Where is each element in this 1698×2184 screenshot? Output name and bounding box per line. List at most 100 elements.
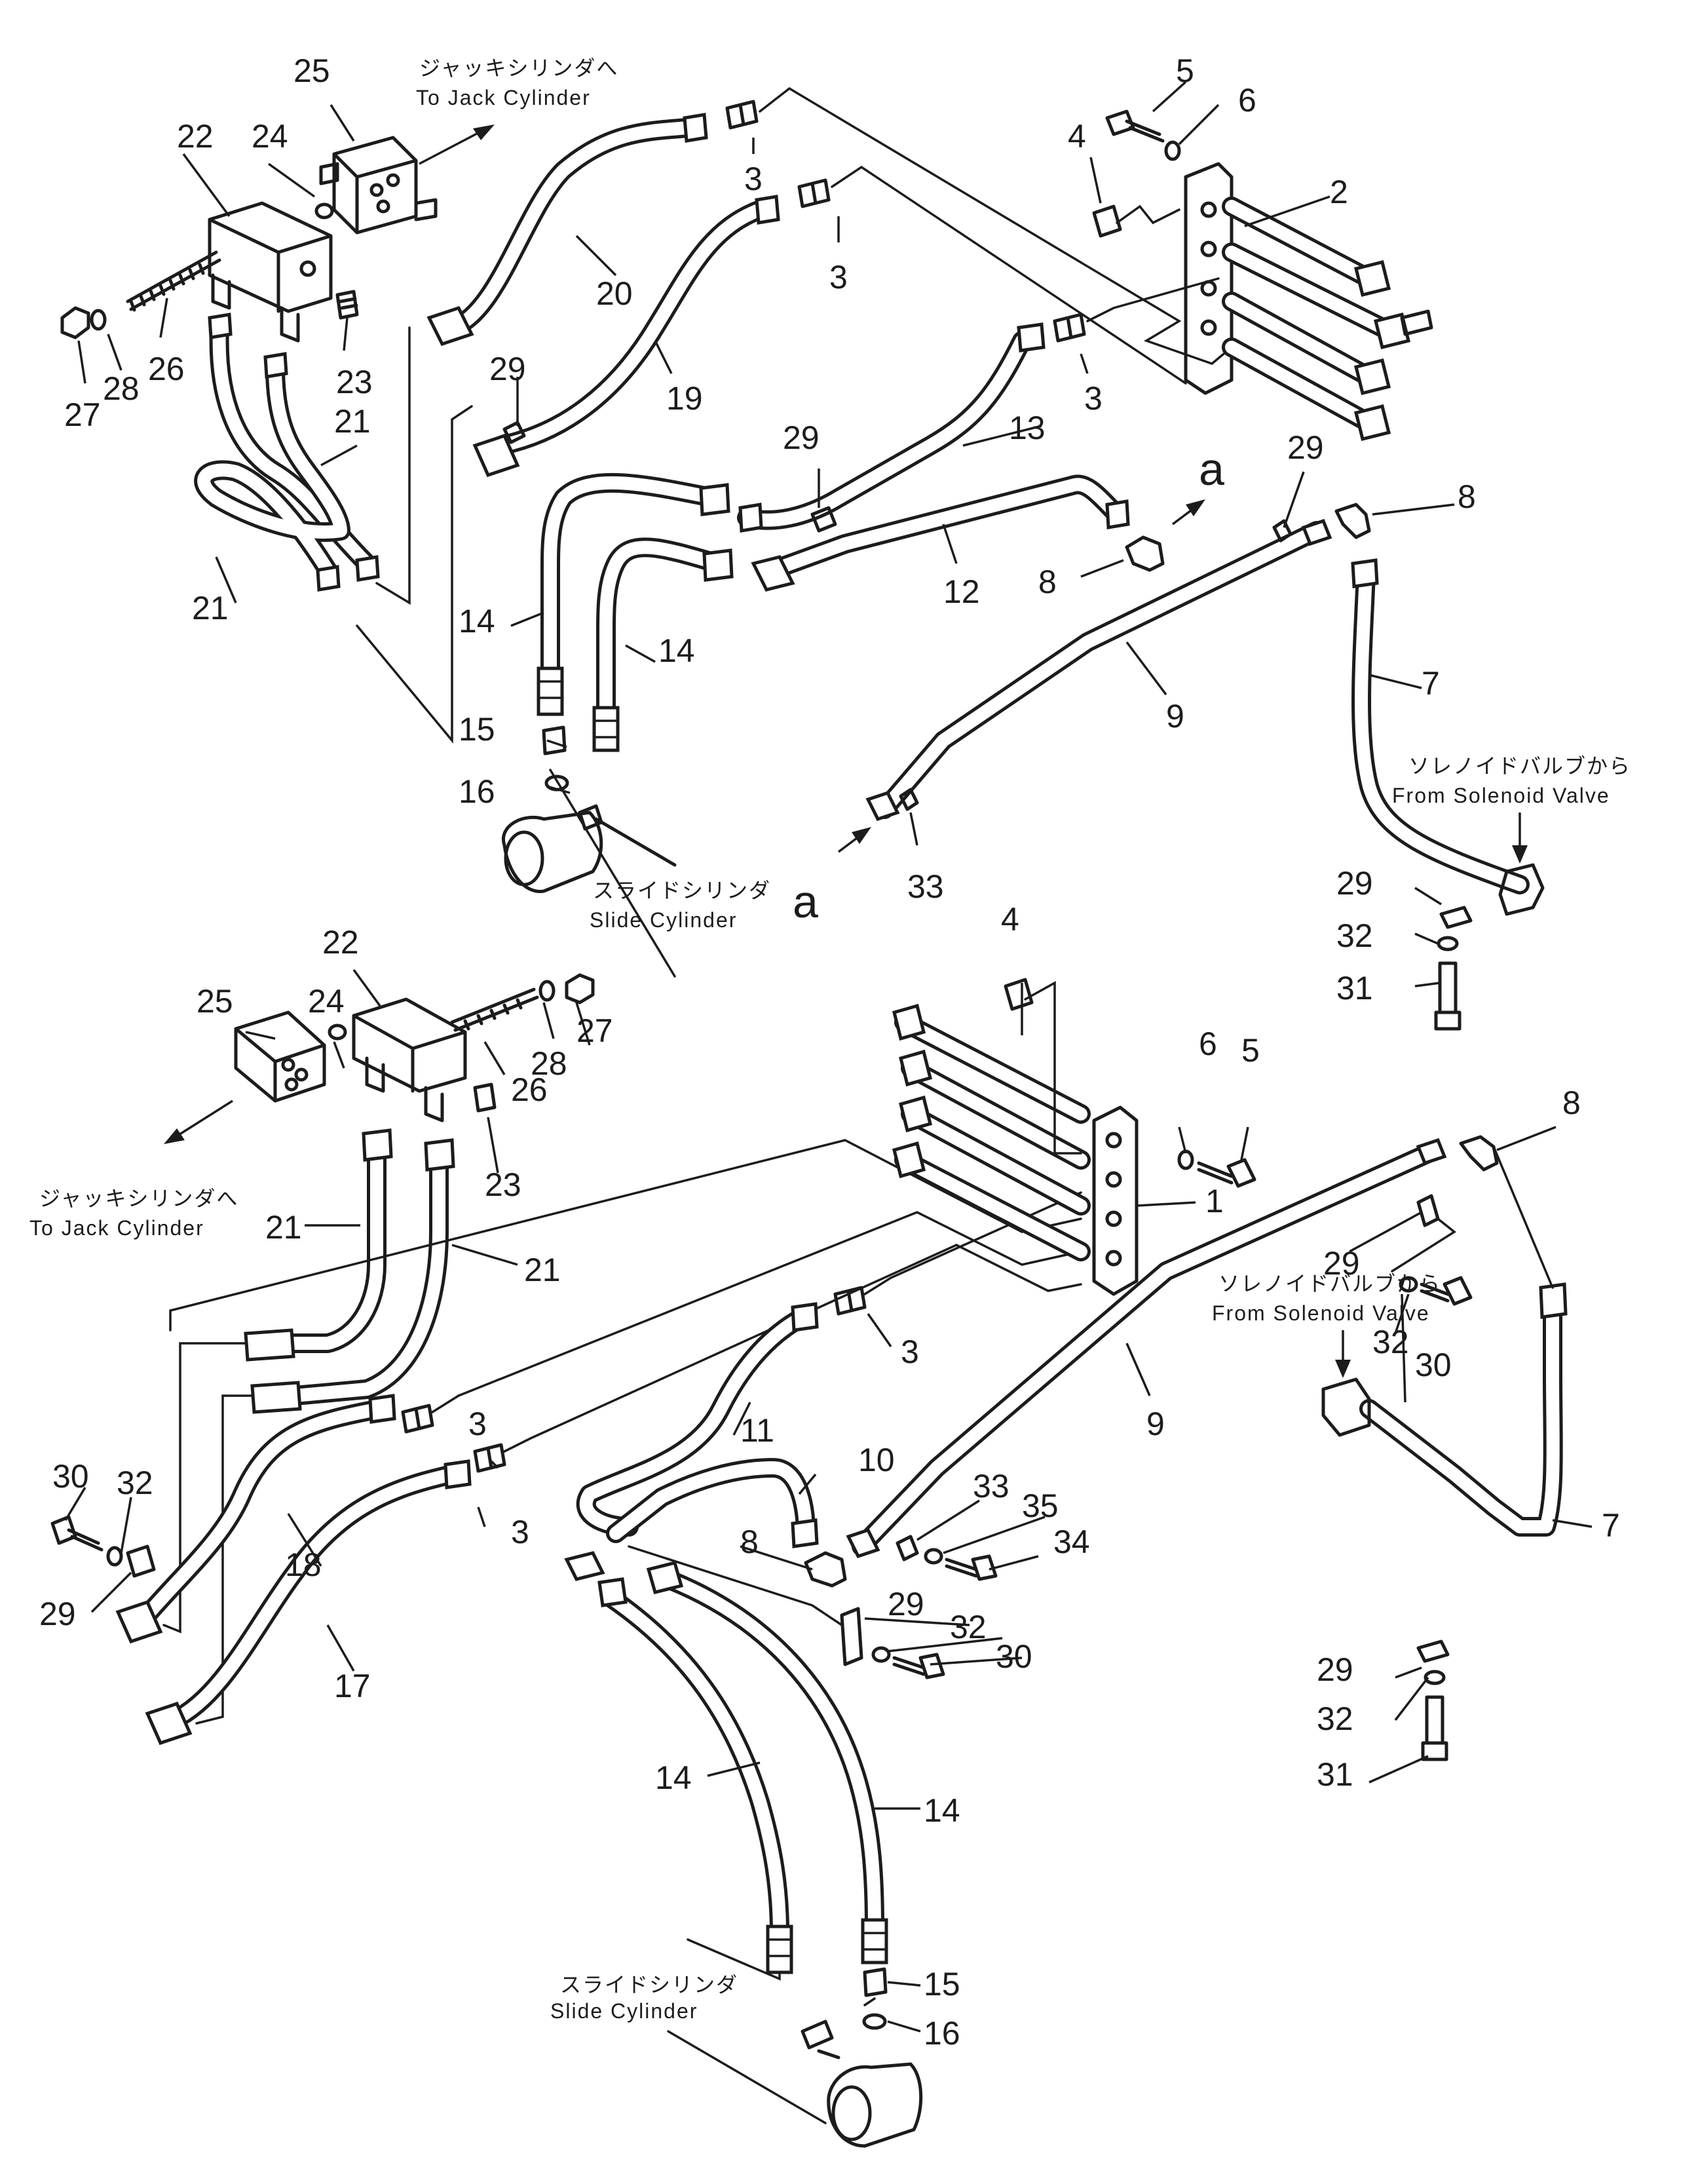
washer-32-lower-right <box>1424 1670 1446 1685</box>
callout-17: 17 <box>334 1668 371 1704</box>
pipe-11 <box>576 1302 819 1537</box>
bolt-30-lower-center <box>892 1653 945 1679</box>
o-ring-24-top <box>314 202 334 220</box>
routing-line-21-top <box>356 326 676 978</box>
callout-29-on-19: 29 <box>489 351 526 387</box>
bolt-31-upper-right <box>1434 961 1462 1031</box>
clamp-33-upper <box>899 788 919 811</box>
callout-leader-lines <box>64 81 1593 2033</box>
arrowhead-a-left <box>852 827 871 844</box>
callout-33-lower: 33 <box>973 1468 1009 1504</box>
pipe-10 <box>606 1458 819 1548</box>
jack-valve-25-top <box>319 136 438 235</box>
callout-33-upper: 33 <box>907 868 944 905</box>
callout-30-lower-right-mid: 30 <box>1415 1347 1452 1383</box>
note-solenoid-upper-en: From Solenoid Valve <box>1392 784 1610 807</box>
fitting-4-lower <box>1004 978 1034 1011</box>
callout-7-upper: 7 <box>1422 665 1440 702</box>
connection-mark-a-left: a <box>793 876 818 927</box>
routing-4-upper <box>1116 204 1180 225</box>
bracket-1-pipes <box>892 1003 1139 1296</box>
callout-9-upper: 9 <box>1166 698 1184 735</box>
callout-31-upper-right: 31 <box>1336 970 1373 1006</box>
callout-27-top: 27 <box>64 396 101 433</box>
callout-29-lower-right-mid: 29 <box>1323 1245 1360 1282</box>
callout-28-lower: 28 <box>531 1045 567 1082</box>
arrowhead-to-jack-top <box>473 125 495 140</box>
o-ring-16-lower <box>862 2013 887 2030</box>
callout-numbers: 25 22 24 23 26 27 28 21 21 20 19 29 3 3 … <box>39 52 1620 2052</box>
connection-mark-a-right: a <box>1199 444 1224 495</box>
note-jack-cylinder-lower-en: To Jack Cylinder <box>29 1216 204 1240</box>
elbow-8-lower-right <box>1459 1135 1499 1172</box>
routing-lines-upper <box>759 86 1233 385</box>
callout-3-upper-b: 3 <box>829 259 848 296</box>
note-solenoid-lower-en: From Solenoid Valve <box>1212 1301 1430 1325</box>
callout-21-top-b: 21 <box>192 590 229 626</box>
callout-3-lower-a: 3 <box>901 1333 919 1370</box>
washer-32-upper-right <box>1437 936 1459 951</box>
routing-lines-lower <box>169 1139 1082 1453</box>
callout-32-lower-left: 32 <box>117 1465 153 1501</box>
callout-19: 19 <box>666 380 703 417</box>
callout-20: 20 <box>596 275 633 312</box>
arrowhead-to-jack-lower <box>164 1128 185 1144</box>
callout-8-upper-a: 8 <box>1038 564 1057 600</box>
routing-14-lower <box>687 1938 876 2006</box>
washer-6-upper <box>1164 140 1181 161</box>
callout-4-lower: 4 <box>1001 901 1019 938</box>
callout-14-upper-a: 14 <box>459 603 495 640</box>
jack-valve-25-lower <box>234 1010 326 1103</box>
callout-29-upper-right: 29 <box>1336 865 1373 902</box>
clamp-29-on-12 <box>810 506 837 533</box>
callout-21-lower-b: 21 <box>524 1252 561 1288</box>
note-slide-cylinder-lower-en: Slide Cylinder <box>550 1999 698 2023</box>
note-solenoid-upper-jp: ソレノイドバルブから <box>1408 754 1631 778</box>
washer-28-lower <box>538 980 556 1002</box>
callout-8-lower-right: 8 <box>1562 1084 1581 1121</box>
arrowhead-a-right <box>1186 499 1205 516</box>
callout-29-on-12: 29 <box>783 419 820 456</box>
hose-17 <box>145 1459 472 1746</box>
callout-26-top: 26 <box>148 351 185 387</box>
bolt-30-lower-right-mid <box>1420 1276 1473 1306</box>
hose-18 <box>115 1394 396 1644</box>
pipe-9-lower <box>846 1138 1447 1559</box>
callout-3-upper-c: 3 <box>1084 380 1103 417</box>
callout-15-upper: 15 <box>459 711 495 748</box>
arrowhead-from-solenoid-upper <box>1512 845 1528 864</box>
annotation-notes: ジャッキシリンダへ To Jack Cylinder ソレノイドバルブから Fr… <box>29 56 1631 2023</box>
elbow-8-upper-right <box>1334 503 1371 539</box>
routing-4-lower <box>1024 981 1082 1155</box>
valve-block-22-top <box>208 201 333 343</box>
pipe-7-lower <box>1321 1145 1568 1537</box>
hose-20 <box>426 113 708 347</box>
slide-cylinder-upper <box>501 804 677 893</box>
callout-32-lower-center: 32 <box>950 1609 987 1645</box>
routing-slide-cylinder-lower <box>667 2030 827 2124</box>
callout-32-upper-right: 32 <box>1336 917 1373 954</box>
routing-lines-lower-left <box>162 1342 254 1725</box>
callout-8-lower-left: 8 <box>740 1523 759 1560</box>
callout-5-upper: 5 <box>1176 52 1194 89</box>
washer-32-lower-left <box>106 1546 123 1567</box>
clamp-29-lower-left <box>126 1544 156 1578</box>
clamp-33-lower <box>896 1535 919 1561</box>
callout-25-lower: 25 <box>197 983 233 1020</box>
bolt-30-lower-left <box>50 1515 104 1552</box>
arrow-to-jack-cylinder-lower <box>170 1100 233 1141</box>
arrowhead-from-solenoid-lower <box>1335 1360 1351 1378</box>
valve-block-22-lower <box>352 997 467 1122</box>
callout-23-top: 23 <box>336 364 373 400</box>
callout-6-lower: 6 <box>1199 1025 1217 1062</box>
elbow-8-lower-left <box>804 1551 847 1588</box>
pipe-9-upper <box>865 518 1332 822</box>
hoses-14-upper <box>537 472 734 752</box>
nut-27-lower <box>565 973 595 1005</box>
pipe-7-upper <box>1351 558 1545 916</box>
callout-31-lower-right: 31 <box>1317 1756 1353 1793</box>
washer-32-lower-center <box>871 1646 891 1663</box>
callout-24-top: 24 <box>252 118 288 155</box>
